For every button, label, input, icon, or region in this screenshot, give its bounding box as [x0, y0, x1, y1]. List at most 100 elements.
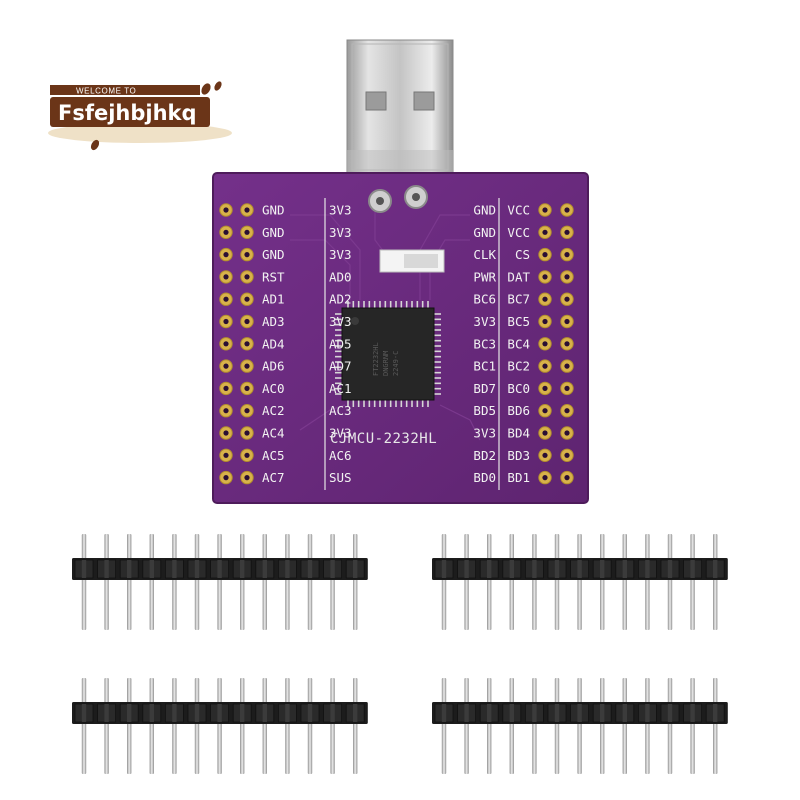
header-pin [667, 534, 673, 630]
header-pin [464, 534, 469, 630]
pin-label-right-outer: VCC [507, 225, 530, 240]
header-pin [285, 678, 290, 774]
header-pin [622, 534, 627, 630]
header-pin [353, 534, 358, 630]
header-pin [509, 678, 514, 774]
logo-welcome-text: WELCOME TO [76, 87, 136, 96]
header-pin [667, 678, 673, 774]
pin-label-left-inner: AC1 [329, 381, 352, 396]
solder-pad [240, 381, 254, 396]
header-pin [487, 678, 492, 774]
solder-pad [560, 404, 574, 418]
solder-pad [240, 203, 254, 217]
ft2232-chip: FT2232HL DNGRNM 2249-C [335, 301, 441, 407]
pin-label-left-inner: AD0 [329, 269, 352, 284]
solder-pad [560, 359, 574, 373]
header-pin [194, 678, 200, 774]
header-pin [330, 678, 335, 774]
solder-pad [219, 247, 233, 262]
header-pin [532, 678, 537, 774]
solder-pad [240, 292, 254, 306]
pin-label-right-inner: 3V3 [473, 426, 496, 441]
solder-pad [560, 337, 574, 351]
solder-pad [219, 314, 233, 329]
header-pin [487, 534, 492, 630]
solder-pad [538, 314, 552, 329]
header-pin [240, 534, 245, 630]
solder-pad [560, 270, 574, 284]
solder-pad [219, 426, 233, 440]
pin-label-left-outer: GND [262, 247, 285, 262]
pin-label-left-outer: AD3 [262, 314, 285, 329]
chip-marking-2: DNGRNM [382, 351, 390, 376]
header-pin [554, 534, 560, 630]
logo-top-bar [50, 85, 200, 95]
header-pin [713, 534, 718, 630]
header-pin [353, 678, 358, 774]
solder-pad [538, 470, 552, 485]
pin-label-right-outer: BC5 [507, 314, 530, 329]
pin-header-strip [432, 678, 728, 774]
pin-label-right-inner: GND [473, 203, 496, 218]
pin-label-right-inner: 3V3 [473, 314, 496, 329]
header-pin [645, 534, 650, 630]
pin-label-left-inner: AD5 [329, 336, 352, 351]
pin-label-right-inner: CLK [473, 247, 496, 262]
solder-pad [560, 426, 574, 440]
pin-label-left-outer: AC2 [262, 403, 285, 418]
header-pin [285, 534, 290, 630]
logo-name-text: Fsfejhbjhkq [58, 101, 197, 125]
header-pin [554, 678, 560, 774]
pin-label-right-outer: CS [515, 247, 530, 262]
solder-pad [219, 337, 233, 351]
header-pin [713, 678, 718, 774]
solder-pad [560, 247, 574, 262]
pin-label-left-inner: AD2 [329, 292, 352, 307]
solder-pad [240, 337, 254, 351]
chip-marking-3: 2249-C [392, 351, 400, 376]
header-pin [149, 678, 154, 774]
pin-label-right-inner: BD5 [473, 403, 496, 418]
pin-label-left-inner: AC6 [329, 448, 352, 463]
solder-pad [538, 426, 552, 440]
header-pin [240, 678, 245, 774]
header-pin [217, 534, 222, 630]
header-pin [307, 678, 313, 774]
solder-pad [240, 314, 254, 329]
pin-headers [72, 534, 728, 774]
header-pin [81, 534, 87, 630]
pin-label-right-inner: BD0 [473, 470, 496, 485]
header-pin [127, 678, 132, 774]
chip-marking-1: FT2232HL [372, 342, 380, 376]
solder-pad [538, 292, 552, 306]
solder-pad [219, 404, 233, 418]
header-pin [127, 534, 132, 630]
solder-pad [240, 359, 254, 373]
solder-pad [560, 314, 574, 329]
usb-connector [346, 39, 454, 176]
header-pin [577, 534, 582, 630]
pin-label-right-outer: VCC [507, 203, 530, 218]
solder-pad [538, 381, 552, 396]
pin-label-right-inner: BD2 [473, 448, 496, 463]
solder-pad [240, 247, 254, 262]
pin-label-right-outer: BC7 [507, 292, 530, 307]
pin-label-right-outer: BC2 [507, 359, 530, 374]
solder-pad [240, 426, 254, 440]
pin-label-left-inner: 3V3 [329, 247, 352, 262]
pin-label-left-outer: AC7 [262, 470, 285, 485]
header-pin [532, 534, 537, 630]
header-pin [104, 534, 109, 630]
header-pin [645, 678, 650, 774]
solder-pad [538, 225, 552, 240]
solder-pad [219, 270, 233, 284]
solder-pad [560, 203, 574, 217]
header-pin [172, 534, 177, 630]
header-pin [172, 678, 177, 774]
pin-label-right-inner: PWR [473, 269, 496, 284]
pin-label-left-outer: AD6 [262, 359, 285, 374]
header-pin [464, 678, 469, 774]
solder-pad [560, 448, 574, 462]
